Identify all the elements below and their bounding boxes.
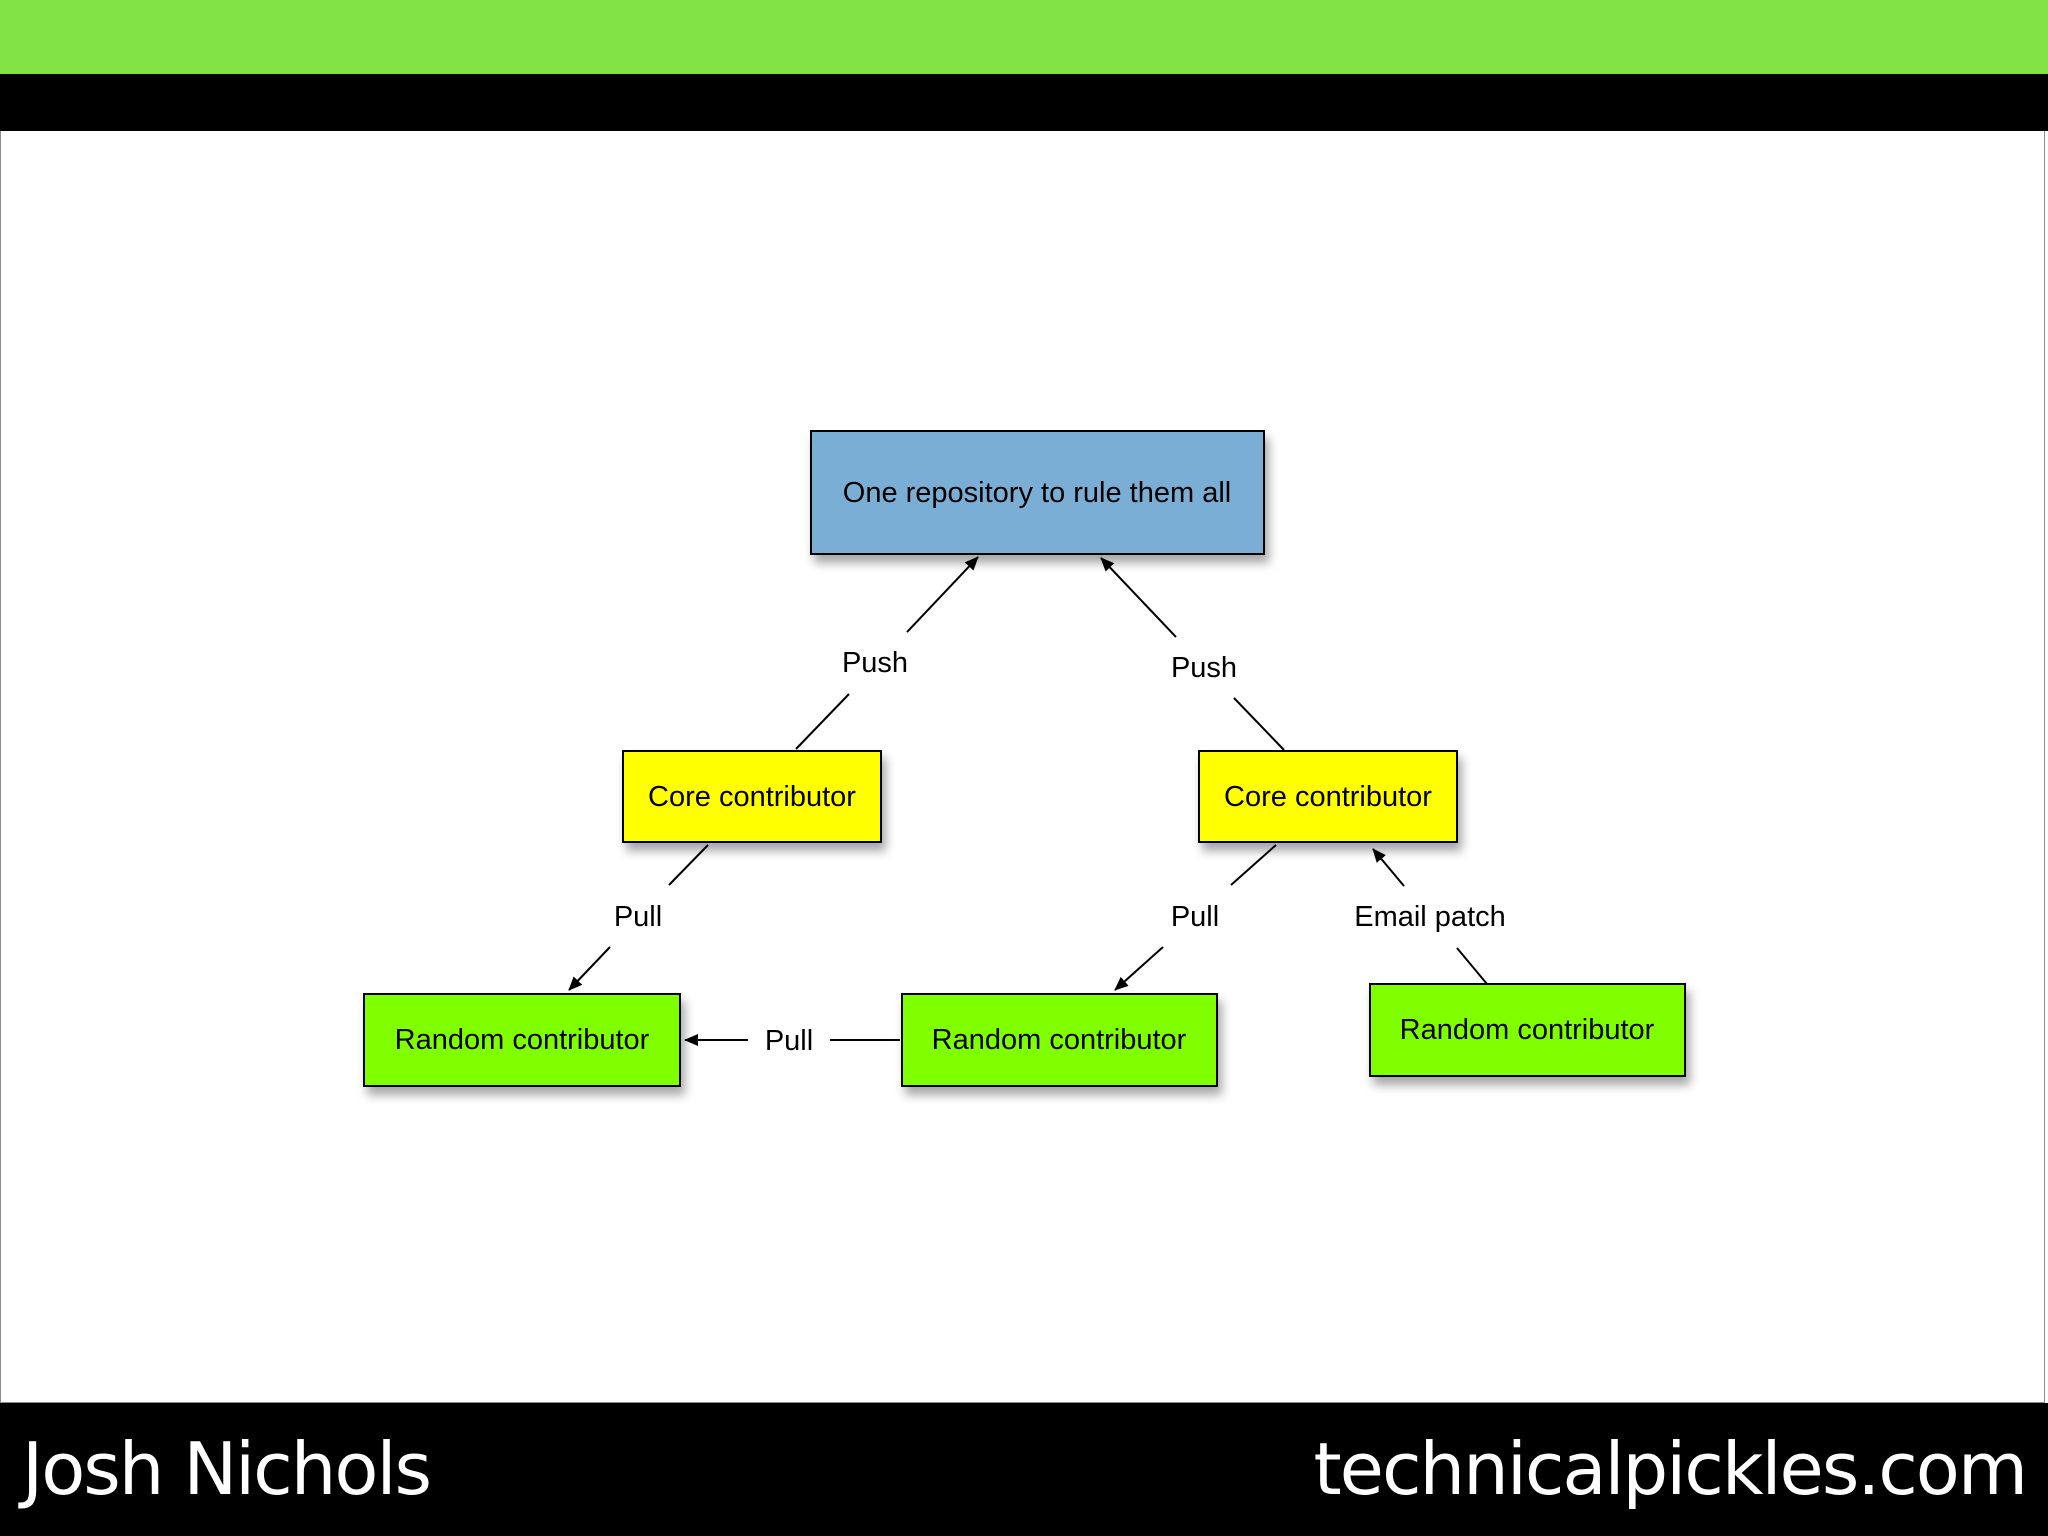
- edge-push-right-label: Push: [1171, 652, 1237, 684]
- edge-pull-left: Pull: [568, 844, 709, 991]
- slide-frame: [0, 131, 2045, 1403]
- edge-pull-right-line-tail: [1230, 844, 1277, 886]
- edge-pull-bottom: Pull: [684, 1025, 900, 1057]
- node-random-right: Random contributor: [1369, 983, 1686, 1077]
- edge-email-patch-label: Email patch: [1354, 901, 1506, 933]
- edge-push-right: Push: [1100, 557, 1285, 751]
- node-core-left-box: [622, 750, 882, 843]
- node-random-right-box: [1369, 983, 1686, 1077]
- edge-push-left-label: Push: [842, 647, 908, 679]
- edge-push-right-line-tail: [1233, 697, 1285, 751]
- edge-email-patch-line-head: [1372, 848, 1405, 887]
- node-core-left: Core contributor: [622, 750, 882, 843]
- node-repo-box: [810, 430, 1265, 555]
- node-random-middle-box: [901, 993, 1218, 1087]
- node-core-right: Core contributor: [1198, 750, 1458, 843]
- edge-pull-left-line-tail: [668, 844, 709, 886]
- edge-push-left-line-head: [906, 556, 979, 633]
- header-black-bar: [0, 74, 2048, 131]
- edge-pull-right-label: Pull: [1171, 901, 1219, 933]
- node-random-left-label: Random contributor: [395, 1024, 650, 1056]
- edge-push-left-line-tail: [795, 693, 850, 750]
- footer-author: Josh Nichols: [22, 1427, 432, 1511]
- edge-pull-bottom-label: Pull: [765, 1025, 813, 1057]
- node-core-left-label: Core contributor: [648, 781, 856, 813]
- node-core-right-box: [1198, 750, 1458, 843]
- workflow-diagram: Push Push Pull Pull Pull Email patch: [363, 430, 1686, 1087]
- edge-pull-right-line-head: [1114, 946, 1164, 991]
- edge-pull-left-line-head: [568, 946, 611, 991]
- node-random-middle: Random contributor: [901, 993, 1218, 1087]
- node-repo-label: One repository to rule them all: [843, 477, 1231, 509]
- footer-bar: Josh Nichols technicalpickles.com: [0, 1403, 2048, 1536]
- footer-site-link[interactable]: technicalpickles.com: [1313, 1427, 2028, 1511]
- edge-email-patch-line-tail: [1456, 947, 1488, 985]
- node-repo: One repository to rule them all: [810, 430, 1265, 555]
- edge-push-left: Push: [795, 556, 979, 750]
- node-random-middle-label: Random contributor: [932, 1024, 1187, 1056]
- edge-email-patch: Email patch: [1354, 848, 1506, 985]
- edge-pull-right: Pull: [1114, 844, 1277, 991]
- node-random-left-box: [363, 993, 681, 1087]
- node-random-right-label: Random contributor: [1400, 1014, 1655, 1046]
- node-random-left: Random contributor: [363, 993, 681, 1087]
- node-core-right-label: Core contributor: [1224, 781, 1432, 813]
- edge-push-right-line-head: [1100, 557, 1177, 638]
- header-green-bar: [0, 0, 2048, 74]
- edge-pull-left-label: Pull: [614, 901, 662, 933]
